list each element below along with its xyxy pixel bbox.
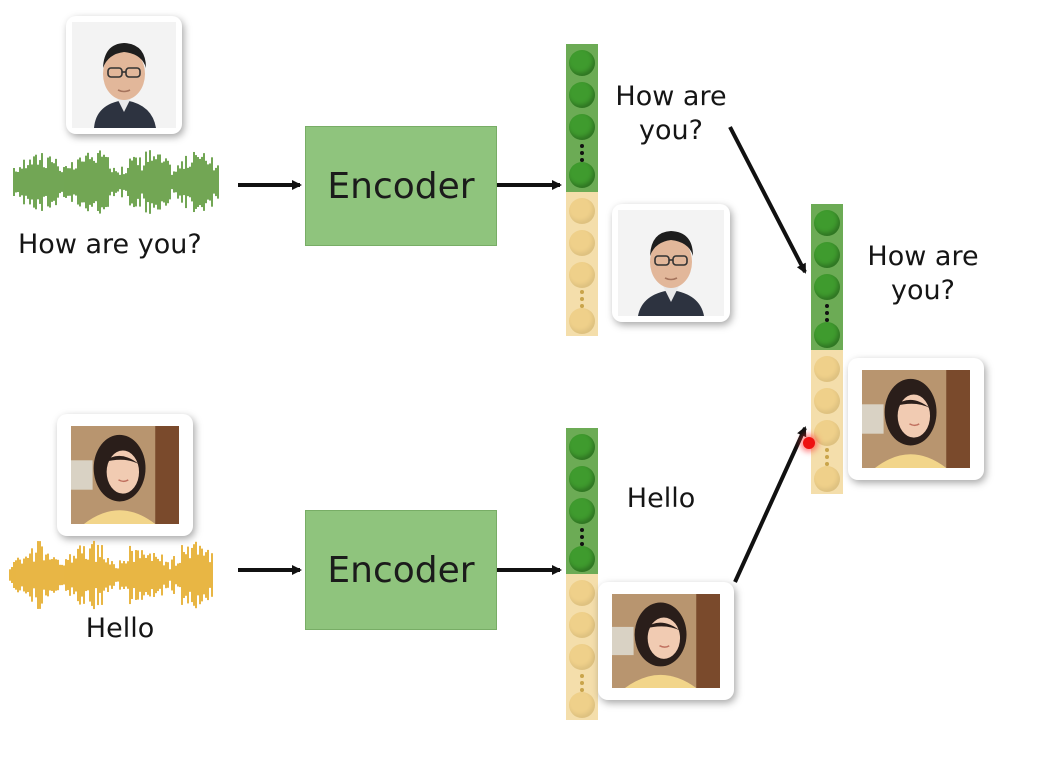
- female-speaker-photo: [71, 426, 179, 524]
- bottom-utterance-text: Hello: [85, 613, 155, 644]
- male-speaker-card: [66, 16, 182, 134]
- top-encoder-label: Encoder: [327, 165, 475, 207]
- top-content-vector: [566, 44, 598, 192]
- top-encoder-box: Encoder: [305, 126, 497, 246]
- combined-speaker-vector: [811, 350, 843, 494]
- bottom-content-label: Hello: [626, 483, 696, 514]
- bottom-content-vector: [566, 428, 598, 574]
- female-speaker-photo: [612, 594, 720, 688]
- female-speaker-card-encoded: [598, 582, 734, 700]
- top-content-label: How are you?: [615, 81, 727, 146]
- bottom-speaker-vector: [566, 574, 598, 720]
- combined-content-label: How are you?: [867, 241, 979, 306]
- arrow-icon: [733, 426, 807, 583]
- top-speaker-vector: [566, 192, 598, 336]
- cursor-dot-icon: [803, 437, 815, 449]
- male-speaker-photo: [72, 22, 176, 128]
- male-speaker-card-encoded: [612, 204, 730, 322]
- arrow-icon: [728, 126, 807, 274]
- female-speaker-card: [57, 414, 193, 536]
- combined-content-vector: [811, 204, 843, 350]
- male-speaker-photo: [618, 210, 724, 316]
- bottom-encoder-label: Encoder: [327, 549, 475, 591]
- female-speaker-card-output: [848, 358, 984, 480]
- bottom-encoder-box: Encoder: [305, 510, 497, 630]
- top-utterance-text: How are you?: [18, 229, 202, 260]
- female-speaker-photo: [862, 370, 970, 468]
